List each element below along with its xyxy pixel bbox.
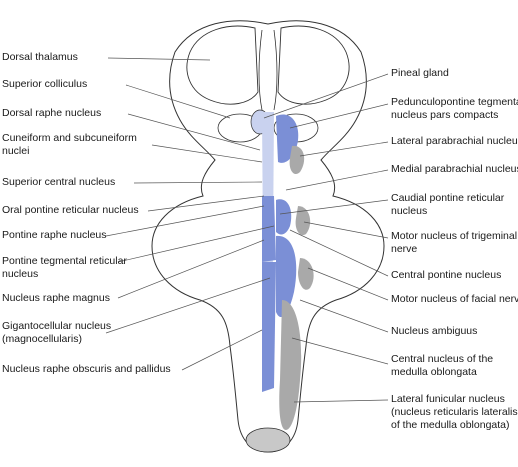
label-pontine-tegmental-reticular: Pontine tegmental reticular nucleus (2, 255, 127, 280)
label-pedunculopontine: Pedunculopontine tegmental nucleus pars … (391, 96, 518, 121)
raphe-blue-lower (262, 262, 276, 392)
thalamus-left-lobe (186, 25, 259, 105)
thalamus-right-lobe (277, 25, 350, 105)
label-nucleus-ambiguus: Nucleus ambiguus (391, 325, 478, 337)
label-cuneiform-nuclei: Cuneiform and subcuneiform nuclei (2, 132, 137, 157)
leader-lines-right (263, 73, 389, 403)
label-motor-nucleus-facial: Motor nucleus of facial nerve (391, 293, 518, 305)
label-superior-central-nucleus: Superior central nucleus (2, 176, 116, 188)
medulla-grey-column (279, 300, 302, 430)
pontine-reticular-blue (276, 199, 292, 235)
label-superior-colliculus: Superior colliculus (2, 78, 88, 90)
label-lateral-parabrachial: Lateral parabrachial nucleus (391, 135, 518, 147)
label-dorsal-raphe-nucleus: Dorsal raphe nucleus (2, 107, 102, 119)
label-dorsal-thalamus: Dorsal thalamus (2, 51, 78, 63)
leader-lines-left (105, 57, 275, 371)
spinal-cord-section (245, 427, 291, 453)
label-nucleus-raphe-magnus: Nucleus raphe magnus (2, 292, 110, 304)
thalamus-midline (258, 29, 278, 111)
label-oral-pontine-reticular: Oral pontine reticular nucleus (2, 204, 139, 216)
label-lateral-funicular-nucleus: Lateral funicular nucleus (nucleus retic… (391, 393, 518, 431)
label-pontine-raphe-nucleus: Pontine raphe nucleus (2, 229, 107, 241)
label-motor-nucleus-trigeminal: Motor nucleus of trigeminal nerve (391, 230, 518, 255)
label-gigantocellular-nucleus: Gigantocellular nucleus (magnocellularis… (2, 320, 112, 345)
raphe-blue-upper (262, 196, 276, 262)
label-caudial-pontine-reticular: Caudial pontine reticular nucleus (391, 192, 505, 217)
label-pineal-gland: Pineal gland (391, 67, 449, 79)
label-medial-parabrachial: Medial parabrachial nucleus (391, 163, 518, 175)
gigantocellular-blue (276, 235, 297, 318)
parabrachial-grey (289, 145, 305, 175)
label-central-pontine-nucleus: Central pontine nucleus (391, 269, 502, 281)
facial-grey (298, 258, 314, 290)
label-central-nucleus-medulla: Central nucleus of the medulla oblongata (391, 353, 494, 378)
label-nucleus-raphe-obscuris: Nucleus raphe obscuris and pallidus (2, 363, 171, 375)
trigeminal-grey (295, 206, 311, 236)
